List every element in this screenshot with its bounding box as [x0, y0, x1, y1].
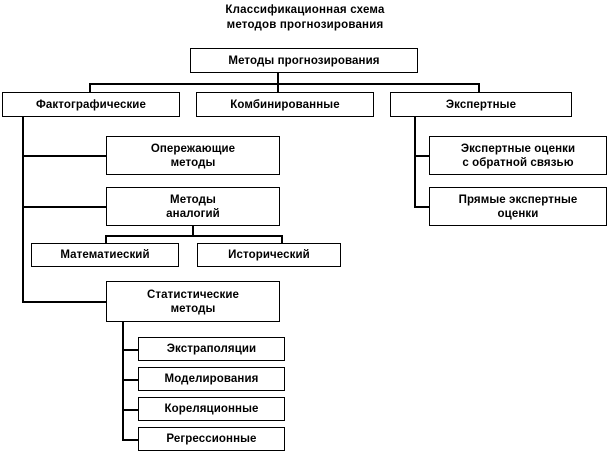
connector-expert-spine	[414, 117, 416, 208]
node-combined: Комбинированные	[196, 92, 374, 117]
connector-bus-drop-center	[277, 83, 279, 94]
connector-analogy-drop-right	[281, 235, 283, 244]
node-regression: Регрессионные	[138, 427, 285, 451]
connector-stub-leading-methods	[22, 155, 106, 157]
connector-stub-expert-direct	[414, 206, 430, 208]
connector-stub-correlation	[122, 409, 139, 411]
node-analogy-methods: Методы аналогий	[106, 187, 280, 226]
node-historical: Исторический	[197, 243, 341, 267]
node-expert: Экспертные	[390, 92, 572, 117]
connector-stub-modeling	[122, 379, 139, 381]
connector-analogy-drop-left	[105, 235, 107, 244]
diagram-title: Классификационная схема методов прогнози…	[225, 4, 385, 31]
node-correlation: Кореляционные	[138, 397, 285, 421]
connector-analogy-down	[192, 226, 194, 236]
connector-stub-analogy-methods	[22, 206, 106, 208]
node-modeling: Моделирования	[138, 367, 285, 391]
node-mathematical: Математиеский	[31, 243, 179, 267]
node-leading-methods: Опережающие методы	[106, 136, 280, 175]
node-factographic: Фактографические	[2, 92, 180, 117]
node-root-forecasting-methods: Методы прогнозирования	[190, 48, 418, 73]
node-extrapolation: Экстраполяции	[138, 337, 285, 361]
connector-bus-drop-left	[89, 83, 91, 94]
node-statistical-methods: Статистические методы	[106, 281, 280, 322]
node-direct-expert-estimates: Прямые экспертные оценки	[429, 187, 607, 226]
node-expert-with-feedback: Экспертные оценки с обратной связью	[429, 136, 607, 175]
connector-analogy-bus	[105, 235, 282, 237]
connector-level2-bus	[89, 83, 479, 85]
connector-root-down	[277, 73, 279, 84]
connector-stub-expert-feedback	[414, 155, 430, 157]
connector-stub-statistical-methods	[22, 301, 106, 303]
connector-bus-drop-right	[478, 83, 480, 94]
connector-stub-extrapolation	[122, 349, 139, 351]
connector-factographic-spine	[22, 117, 24, 303]
connector-stub-regression	[122, 439, 139, 441]
